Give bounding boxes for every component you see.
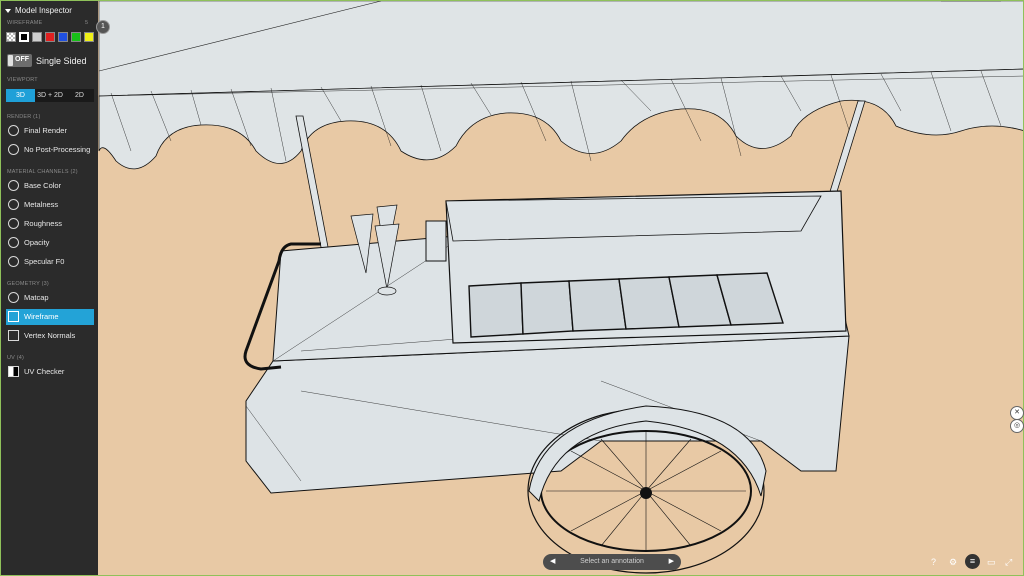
final-render-item[interactable]: Final Render xyxy=(6,123,94,139)
wireframe-item[interactable]: Wireframe xyxy=(6,309,94,325)
viewport-section-label: VIEWPORT xyxy=(7,77,38,83)
render-icon xyxy=(8,125,19,136)
uv-checker-item[interactable]: UV Checker xyxy=(6,364,94,380)
render-icon xyxy=(8,144,19,155)
inspector-header[interactable]: Model Inspector xyxy=(5,6,72,15)
info-side-icon[interactable]: ◎ xyxy=(1010,419,1024,433)
roughness-icon xyxy=(8,218,19,229)
no-post-processing-item[interactable]: No Post-Processing xyxy=(6,142,94,158)
next-annotation-icon[interactable]: ▶ xyxy=(668,558,674,565)
base-color-item[interactable]: Base Color xyxy=(6,178,94,194)
single-sided-label: Single Sided xyxy=(36,56,87,66)
toggle-knob xyxy=(8,55,13,66)
specular-icon xyxy=(8,256,19,267)
vertex-normals-item[interactable]: Vertex Normals xyxy=(6,328,94,344)
render-section-label: RENDER (1) xyxy=(7,114,41,120)
swatch-gray[interactable] xyxy=(32,32,42,42)
collapse-caret-icon xyxy=(5,8,11,13)
annotation-label: Select an annotation xyxy=(580,558,644,565)
swatch-transparent[interactable] xyxy=(6,32,16,42)
annotation-bar[interactable]: ◀ Select an annotation ▶ xyxy=(543,554,681,570)
material-section-label: MATERIAL CHANNELS (2) xyxy=(7,169,78,175)
roughness-item[interactable]: Roughness xyxy=(6,216,94,232)
inspector-badge[interactable]: 1 xyxy=(96,20,110,34)
wireframe-section-label: WIREFRAME xyxy=(7,20,43,26)
swatch-blue[interactable] xyxy=(58,32,68,42)
uv-checker-icon xyxy=(8,366,19,377)
toggle-label: OFF xyxy=(15,56,29,63)
viewport-2d-button[interactable]: 2D xyxy=(65,89,94,102)
swatch-red[interactable] xyxy=(45,32,55,42)
opacity-item[interactable]: Opacity xyxy=(6,235,94,251)
matcap-icon xyxy=(8,292,19,303)
specular-f0-item[interactable]: Specular F0 xyxy=(6,254,94,270)
help-icon[interactable]: ? xyxy=(931,557,937,567)
single-sided-toggle[interactable]: OFF xyxy=(7,54,32,67)
model-inspector-panel: Model Inspector WIREFRAME 5 OFF Single S… xyxy=(1,1,98,575)
matcap-item[interactable]: Matcap xyxy=(6,290,94,306)
base-color-icon xyxy=(8,180,19,191)
opacity-icon xyxy=(8,237,19,248)
inspector-title: Model Inspector xyxy=(15,6,72,15)
metalness-item[interactable]: Metalness xyxy=(6,197,94,213)
viewport-3d-2d-button[interactable]: 3D + 2D xyxy=(35,89,65,102)
vertex-normals-icon xyxy=(8,330,19,341)
vr-icon[interactable]: ▭ xyxy=(987,557,996,567)
close-side-icon[interactable]: ✕ xyxy=(1010,406,1024,420)
wireframe-icon xyxy=(8,311,19,322)
swatch-green[interactable] xyxy=(71,32,81,42)
layers-icon[interactable]: ≡ xyxy=(965,554,980,569)
swatch-black[interactable] xyxy=(19,32,29,42)
wireframe-value[interactable]: 5 xyxy=(85,20,89,26)
settings-icon[interactable]: ⚙ xyxy=(949,557,958,567)
geometry-section-label: GEOMETRY (3) xyxy=(7,281,49,287)
metalness-icon xyxy=(8,199,19,210)
swatch-yellow[interactable] xyxy=(84,32,94,42)
prev-annotation-icon[interactable]: ◀ xyxy=(550,558,556,565)
uv-section-label: UV (4) xyxy=(7,355,25,361)
fullscreen-icon[interactable]: ⤢ xyxy=(1005,557,1013,567)
viewport-3d-button[interactable]: 3D xyxy=(6,89,35,102)
